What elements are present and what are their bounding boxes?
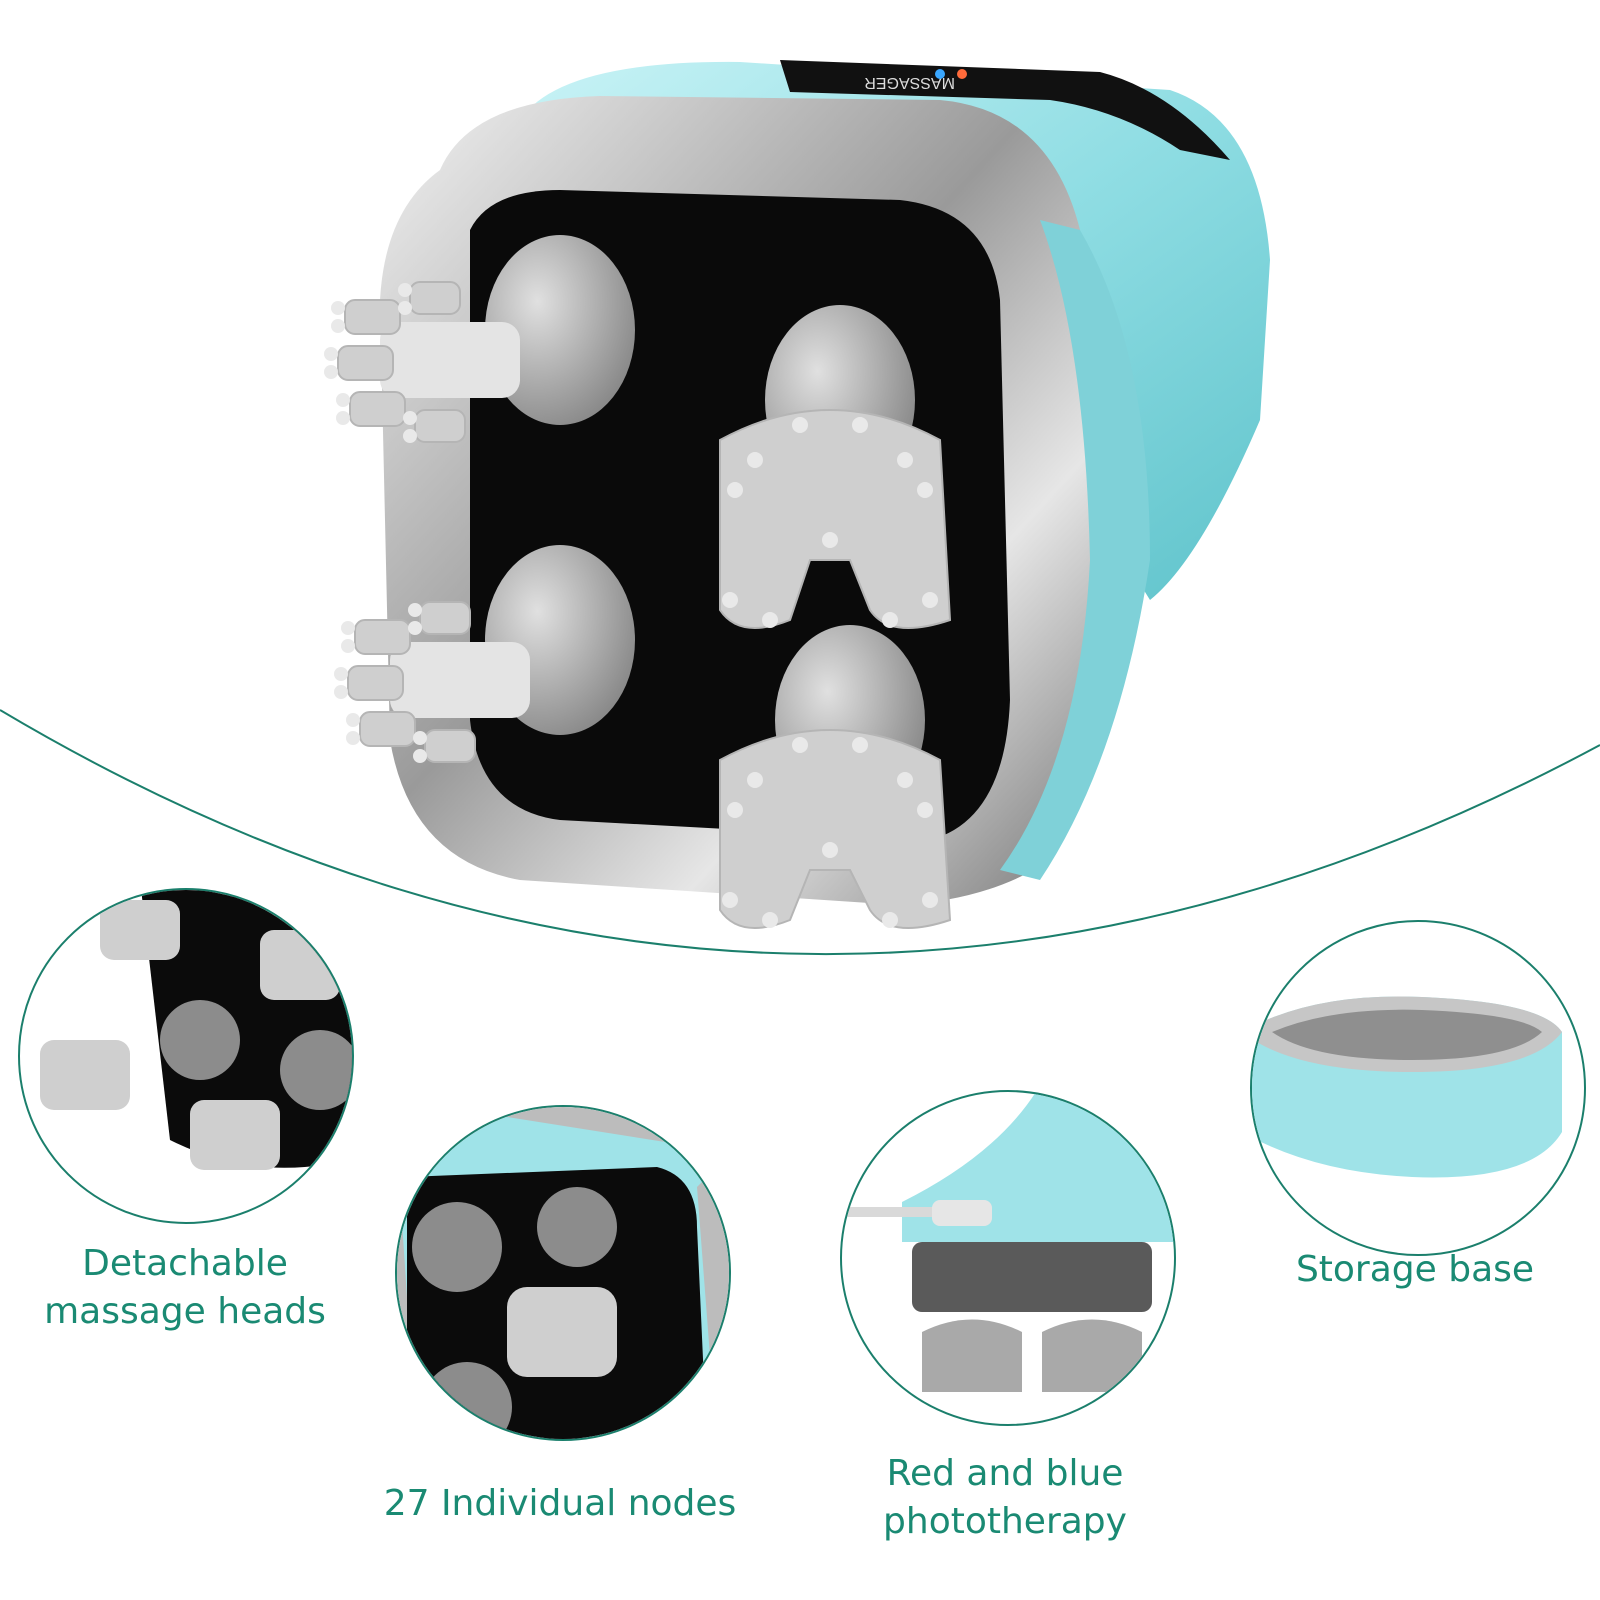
individual-nodes-image <box>395 1105 731 1441</box>
detachable-heads-image <box>18 888 354 1224</box>
phototherapy-image <box>840 1090 1176 1426</box>
feature-label-phototherapy: Red and blue phototherapy <box>883 1453 1127 1542</box>
feature-label-nodes: 27 Individual nodes <box>383 1483 737 1524</box>
hero-massager-image: MASSAGER <box>323 60 1270 929</box>
feature-label-detachable: Detachable massage heads <box>44 1243 326 1332</box>
feature-label-storage: Storage base <box>1295 1249 1535 1290</box>
storage-base-image <box>1250 920 1586 1256</box>
divider-arc <box>0 709 1600 956</box>
device-print-text: MASSAGER <box>864 74 955 91</box>
